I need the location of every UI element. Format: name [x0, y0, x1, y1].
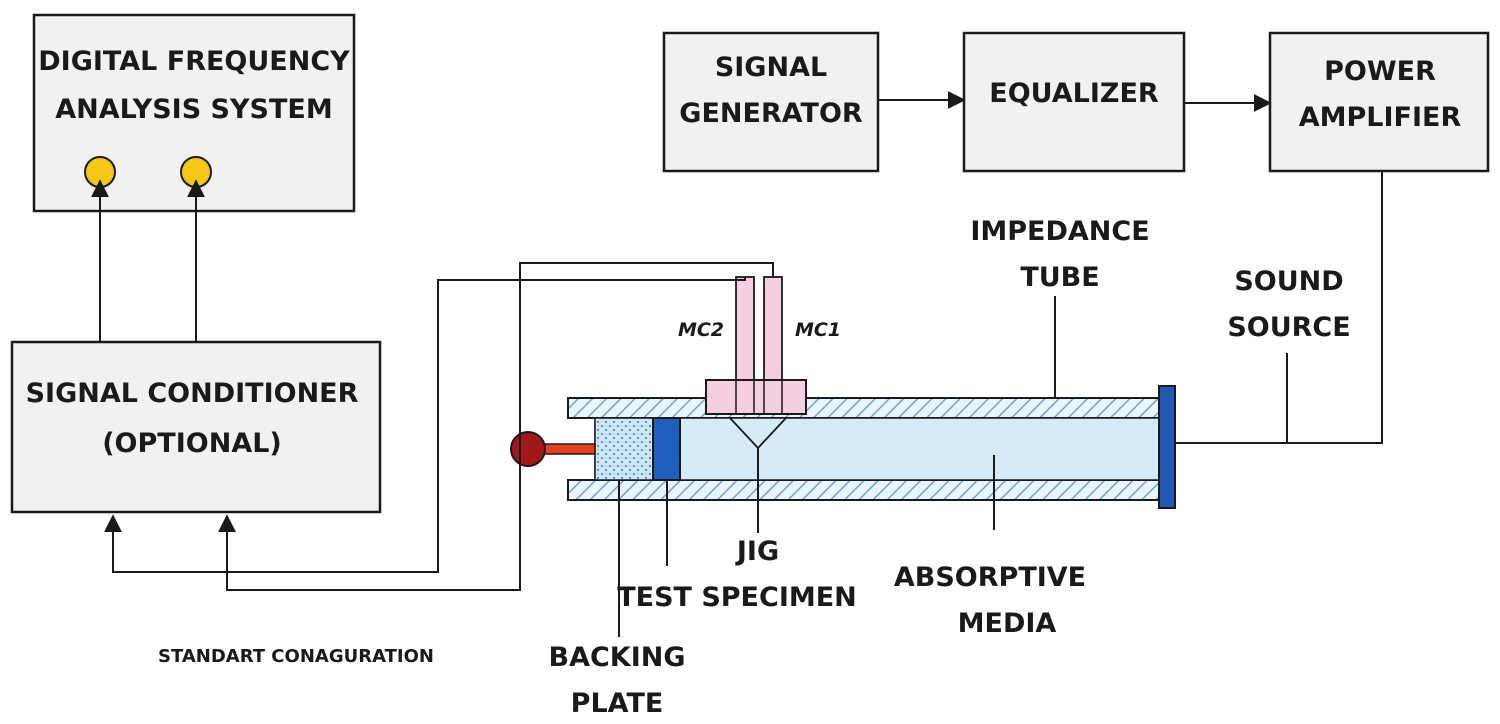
impedance-tube-label-line1: IMPEDANCE — [970, 216, 1149, 247]
jig-block — [705, 379, 807, 415]
generator-label-line1: SIGNAL — [715, 52, 827, 83]
equalizer-label: EQUALIZER — [989, 78, 1159, 109]
conditioner-label-line2: (OPTIONAL) — [102, 428, 282, 459]
impedance-tube — [567, 385, 1176, 509]
test-specimen-label: TEST SPECIMEN — [617, 582, 857, 613]
mc1-label: MC1 — [795, 319, 841, 341]
signal-generator-box: SIGNAL GENERATOR — [662, 31, 880, 173]
dfas-label-line2: ANALYSIS SYSTEM — [55, 94, 332, 125]
amplifier-to-source-wire — [1170, 171, 1383, 444]
equalizer-box: EQUALIZER — [962, 31, 1186, 173]
plunger-knob — [510, 431, 546, 467]
sound-source-label-line1: SOUND — [1234, 266, 1343, 297]
jig-label: JIG — [735, 536, 779, 567]
backing-plate-label-line2: PLATE — [571, 688, 664, 719]
tube-wall-top — [567, 397, 1164, 419]
backing-plate-label-line1: BACKING — [548, 642, 685, 673]
microphone-mc2 — [735, 276, 755, 384]
configuration-caption: STANDART CONAGURATION — [158, 646, 434, 667]
sound-source-plate — [1158, 385, 1176, 509]
absorptive-media-label-line1: ABSORPTIVE — [894, 562, 1086, 593]
dfas-label-line1: DIGITAL FREQUENCY — [38, 46, 350, 77]
mc2-cable — [104, 277, 746, 573]
power-amplifier-box: POWER AMPLIFIER — [1268, 31, 1490, 173]
backing-plate — [594, 417, 654, 481]
amplifier-label-line1: POWER — [1324, 56, 1436, 87]
tube-wall-bottom — [567, 479, 1164, 501]
impedance-tube-label-line2: TUBE — [1020, 262, 1099, 293]
plunger — [510, 431, 596, 467]
tube-interior — [594, 417, 1164, 481]
conditioner-label-line1: SIGNAL CONDITIONER — [26, 378, 359, 409]
generator-label-line2: GENERATOR — [679, 98, 863, 129]
microphone-mc1 — [763, 276, 783, 384]
mc1-cable — [218, 262, 774, 591]
absorptive-media-label-line2: MEDIA — [958, 608, 1057, 639]
signal-conditioner-box: SIGNAL CONDITIONER (OPTIONAL) — [10, 340, 382, 514]
sound-source-label-line2: SOURCE — [1227, 312, 1350, 343]
digital-frequency-analysis-system-box: DIGITAL FREQUENCY ANALYSIS SYSTEM — [32, 13, 356, 213]
amplifier-label-line2: AMPLIFIER — [1299, 102, 1462, 133]
mc2-label: MC2 — [678, 319, 724, 341]
test-specimen — [652, 417, 681, 481]
microphone-assembly — [705, 276, 807, 450]
